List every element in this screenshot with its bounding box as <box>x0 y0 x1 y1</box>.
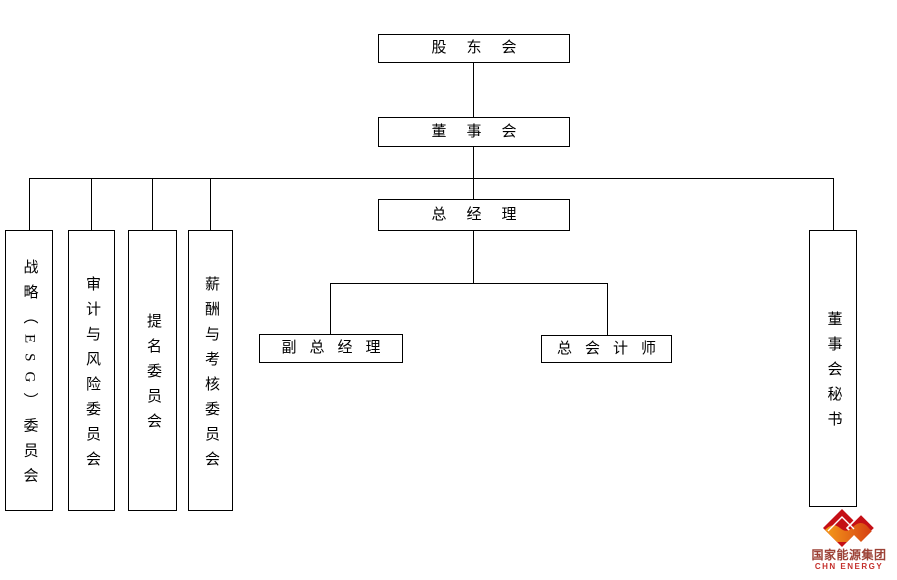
org-node-remuneration-assessment-committee: 薪酬与考核委员会 <box>188 230 233 511</box>
connector-gm-children-horizontal <box>330 283 608 284</box>
org-node-board-of-directors: 董事会 <box>378 117 570 147</box>
logo-company-name-cn: 国家能源集团 <box>811 548 887 562</box>
connector-stub-chief-accountant <box>607 283 608 335</box>
company-logo: 国家能源集团 CHN ENERGY <box>806 508 892 573</box>
connector-branch-horizontal <box>29 178 834 179</box>
chn-energy-logo-icon <box>823 509 875 547</box>
connector-shareholders-board <box>473 63 474 117</box>
org-node-deputy-general-manager: 副总经理 <box>259 334 403 363</box>
connector-board-gm <box>473 146 474 199</box>
connector-stub-remuneration <box>210 178 211 230</box>
connector-stub-strategy <box>29 178 30 230</box>
connector-stub-nomination <box>152 178 153 230</box>
connector-gm-down <box>473 231 474 283</box>
org-node-strategy-esg-committee: 战略（ESG）委员会 <box>5 230 53 511</box>
connector-stub-secretary <box>833 178 834 230</box>
connector-stub-audit <box>91 178 92 230</box>
org-node-audit-risk-committee: 审计与风险委员会 <box>68 230 115 511</box>
org-node-chief-accountant: 总会计师 <box>541 335 672 363</box>
org-node-nomination-committee: 提名委员会 <box>128 230 177 511</box>
connector-stub-deputy-gm <box>330 283 331 334</box>
logo-company-name-en: CHN ENERGY <box>814 562 884 572</box>
org-node-board-secretary: 董事会秘书 <box>809 230 857 507</box>
org-node-general-manager: 总经理 <box>378 199 570 231</box>
org-node-shareholders-meeting: 股东会 <box>378 34 570 63</box>
